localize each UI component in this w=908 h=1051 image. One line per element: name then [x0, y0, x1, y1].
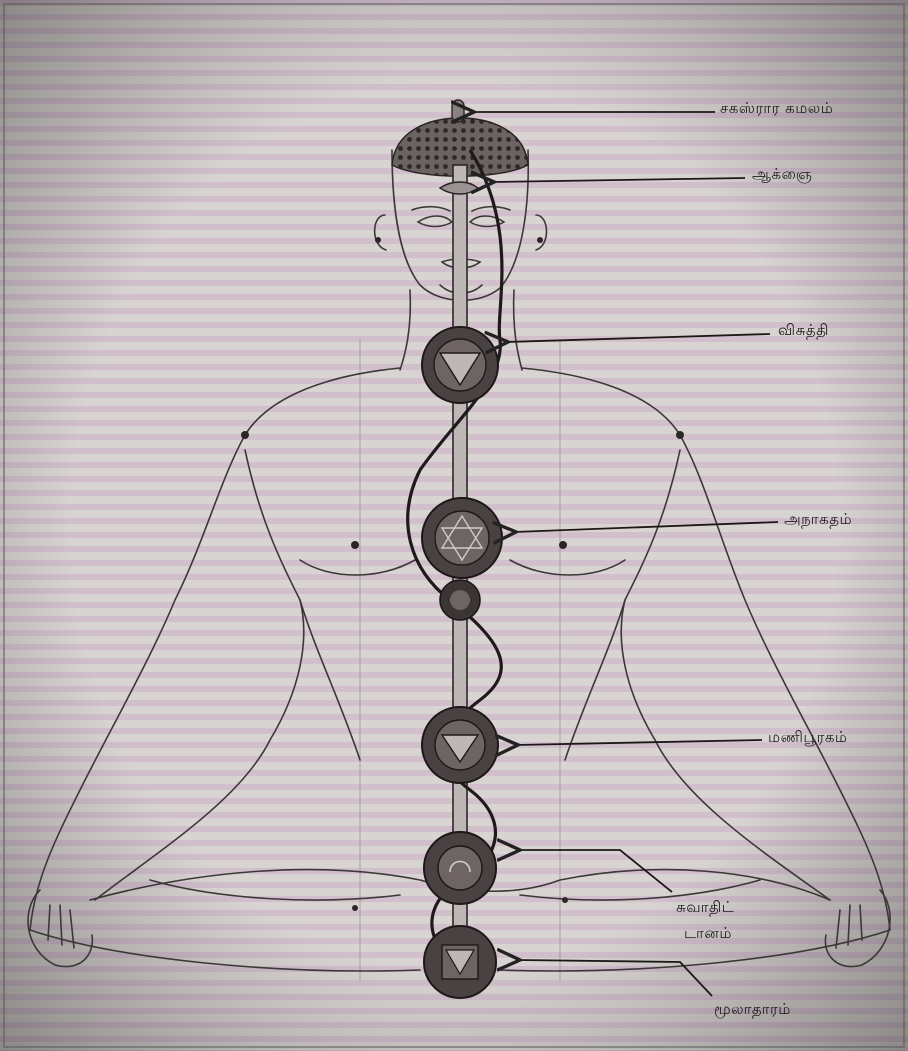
label-manipura: மணிபூரகம்	[768, 728, 847, 748]
chakra-svadhishthana	[424, 832, 496, 904]
label-svadhishthana-line2: டானம்	[684, 924, 732, 944]
label-svadhishthana-line1: சுவாதிட்	[676, 898, 734, 918]
chakra-vishuddhi	[422, 327, 498, 403]
chakra-small	[440, 580, 480, 620]
chakra-manipura	[422, 707, 498, 783]
label-sahasrara: சகஸ்ரார கமலம்	[720, 99, 833, 119]
label-ajna: ஆக்ஞை	[752, 165, 812, 185]
chakra-muladhara	[424, 926, 496, 998]
chakra-anahata	[422, 498, 502, 578]
label-vishuddhi: விசுத்தி	[778, 321, 829, 341]
label-anahata: அநாகதம்	[784, 510, 852, 530]
label-muladhara: மூலாதாரம்	[714, 1000, 791, 1020]
